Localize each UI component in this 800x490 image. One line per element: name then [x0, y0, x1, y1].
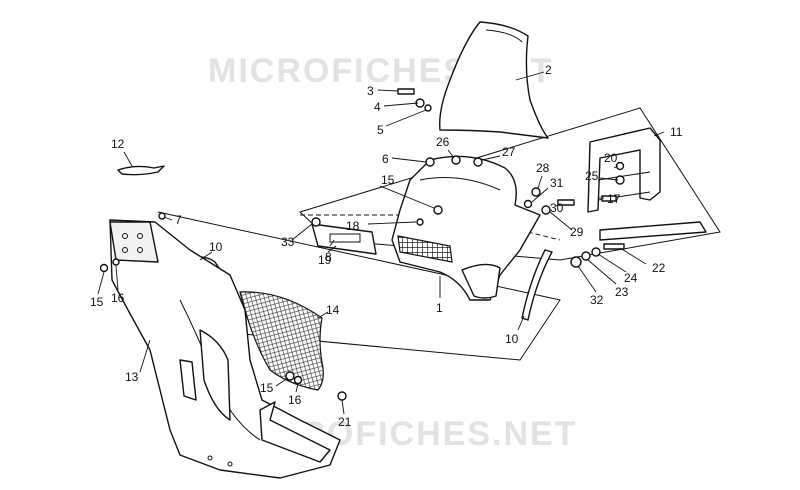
- screw-27: [473, 157, 483, 167]
- screw-15-left: [99, 263, 109, 273]
- screw-15-mid: [433, 205, 443, 215]
- callout-6: 6: [382, 152, 389, 166]
- windscreen-edge: [485, 29, 523, 43]
- callout-3: 3: [367, 84, 374, 98]
- assembly-outline-lower: [157, 211, 561, 361]
- screw-21: [337, 391, 347, 401]
- washer-29: [541, 205, 551, 215]
- trim-strip-right-part: [521, 249, 553, 321]
- bolt-18: [416, 218, 424, 226]
- nut-6: [425, 157, 435, 167]
- callout-8: 8: [325, 250, 332, 264]
- callout-11: 11: [670, 125, 683, 139]
- callout-20: 20: [604, 151, 618, 165]
- fairing-contour: [419, 177, 501, 191]
- callout-26: 26: [436, 135, 450, 149]
- callout-33: 33: [281, 235, 295, 249]
- clip-7: [158, 212, 166, 220]
- callout-32: 32: [590, 293, 604, 307]
- callout-7: 7: [175, 213, 182, 227]
- bolt-30: [557, 199, 575, 206]
- callout-10-right: 10: [505, 332, 519, 346]
- clip-31: [523, 199, 533, 209]
- emblem-part: [117, 165, 165, 176]
- screw-33: [311, 217, 321, 227]
- washer-16-lower: [293, 375, 303, 385]
- washer-23: [581, 251, 591, 261]
- bolt-20: [615, 161, 625, 171]
- callout-labels: 1 2 3 4 5 6 7 8 10 10 11 12 13 14 15 15 …: [90, 63, 683, 429]
- side-fairing-panel-part: [109, 219, 341, 479]
- callout-10-left: 10: [209, 240, 223, 254]
- side-panel-tab: [109, 221, 159, 263]
- side-panel-slot-1: [199, 329, 231, 421]
- leader-lines: [97, 71, 665, 415]
- frame-bracket-part: [587, 127, 661, 213]
- callout-16-lower: 16: [288, 393, 302, 407]
- washer-16-left: [112, 258, 120, 266]
- callout-31: 31: [550, 176, 564, 190]
- callout-28: 28: [536, 161, 550, 175]
- callout-15-lower: 15: [260, 381, 274, 395]
- callout-29: 29: [570, 225, 584, 239]
- frame-crossbar: [599, 221, 707, 241]
- callout-16-left: 16: [111, 291, 125, 305]
- callout-24: 24: [624, 271, 638, 285]
- bolt-17: [601, 195, 617, 202]
- side-panel-slot-2: [179, 359, 197, 401]
- callout-2: 2: [545, 63, 552, 77]
- bolt-22: [603, 243, 625, 250]
- screw-3: [397, 88, 415, 95]
- callout-25: 25: [585, 169, 599, 183]
- callout-14: 14: [326, 303, 340, 317]
- callout-18: 18: [346, 219, 360, 233]
- side-panel-holes: [122, 233, 233, 467]
- windscreen-part: [439, 21, 549, 139]
- callout-13: 13: [125, 370, 139, 384]
- callout-19: 19: [318, 253, 332, 267]
- callout-17: 17: [607, 192, 621, 206]
- callout-22: 22: [652, 261, 666, 275]
- hardware-fasteners: [99, 88, 625, 401]
- fairing-vent-mesh: [397, 235, 453, 263]
- callout-5: 5: [377, 123, 384, 137]
- fairing-lower-lip: [461, 263, 501, 299]
- callout-15-mid: 15: [381, 173, 395, 187]
- reflector-slot: [329, 233, 361, 243]
- callout-4: 4: [374, 100, 381, 114]
- callout-30: 30: [550, 201, 564, 215]
- nut-5: [424, 104, 432, 112]
- callout-12: 12: [111, 137, 125, 151]
- callout-27: 27: [502, 145, 516, 159]
- callout-23: 23: [615, 285, 629, 299]
- mesh-grille-part: [239, 291, 324, 391]
- reflector-plate-part: [311, 223, 377, 255]
- callout-1: 1: [436, 301, 443, 315]
- screw-28: [531, 187, 541, 197]
- nut-32: [570, 256, 582, 268]
- side-panel-lower-flap: [259, 401, 331, 463]
- callout-15-left: 15: [90, 295, 104, 309]
- callout-21: 21: [338, 415, 352, 429]
